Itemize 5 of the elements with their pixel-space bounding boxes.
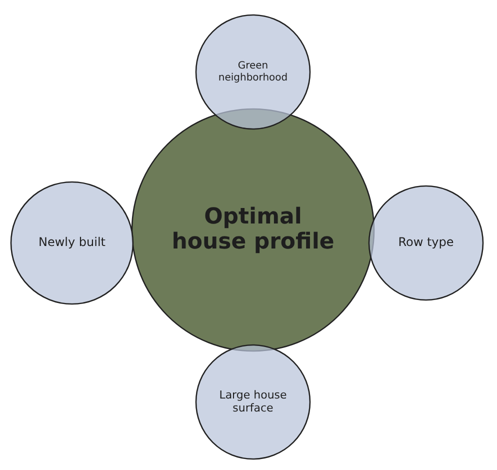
topic-label: Large house surface: [219, 388, 287, 414]
central-label: Optimal house profile: [172, 204, 334, 255]
topic-label: Green neighborhood: [218, 60, 288, 83]
topic-label: Row type: [398, 235, 454, 250]
topic-label: Newly built: [38, 235, 106, 250]
